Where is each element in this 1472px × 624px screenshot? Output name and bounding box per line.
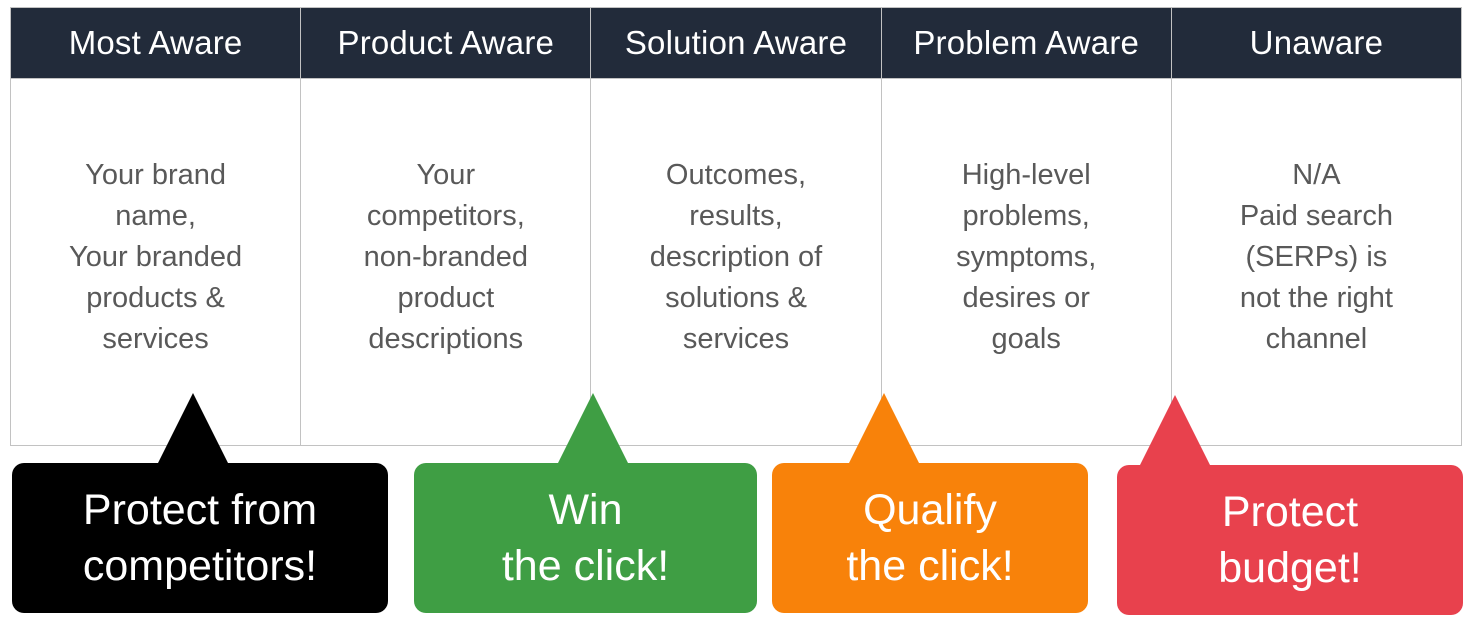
column-header: Problem Aware (881, 8, 1171, 78)
callout-label: Qualify the click! (846, 486, 1014, 590)
callout-tail-icon (158, 393, 228, 463)
callout-qualify-the-click: Qualify the click! (772, 393, 1088, 613)
column-header: Unaware (1171, 8, 1462, 78)
callout-win-the-click: Win the click! (414, 393, 757, 613)
column-problem-aware: Problem Aware High-level problems, sympt… (880, 8, 1171, 445)
column-body: Outcomes, results, description of soluti… (591, 78, 881, 445)
column-most-aware: Most Aware Your brand name, Your branded… (11, 8, 301, 445)
column-body: N/A Paid search (SERPs) is not the right… (1171, 78, 1462, 445)
callout-label: Protect from competitors! (82, 486, 318, 590)
column-product-aware: Product Aware Your competitors, non-bran… (300, 8, 591, 445)
callout-bubble: Protect budget! (1117, 465, 1463, 615)
column-header: Most Aware (11, 8, 301, 78)
column-body: Your brand name, Your branded products &… (11, 78, 301, 445)
column-header: Solution Aware (591, 8, 881, 78)
callout-tail-icon (1140, 395, 1210, 465)
callout-bubble: Qualify the click! (772, 463, 1088, 613)
column-body: High-level problems, symptoms, desires o… (881, 78, 1171, 445)
callout-label: Protect budget! (1218, 488, 1362, 592)
callout-protect-budget: Protect budget! (1117, 395, 1463, 615)
callout-bubble: Protect from competitors! (12, 463, 388, 613)
column-unaware: Unaware N/A Paid search (SERPs) is not t… (1170, 8, 1462, 445)
callout-bubble: Win the click! (414, 463, 757, 613)
callout-tail-icon (558, 393, 628, 463)
callout-protect-from-competitors: Protect from competitors! (12, 393, 388, 613)
awareness-table: Most Aware Your brand name, Your branded… (10, 7, 1462, 446)
callout-tail-icon (849, 393, 919, 463)
column-body: Your competitors, non-branded product de… (301, 78, 591, 445)
callout-label: Win the click! (501, 486, 670, 590)
column-header: Product Aware (301, 8, 591, 78)
column-solution-aware: Solution Aware Outcomes, results, descri… (590, 8, 881, 445)
